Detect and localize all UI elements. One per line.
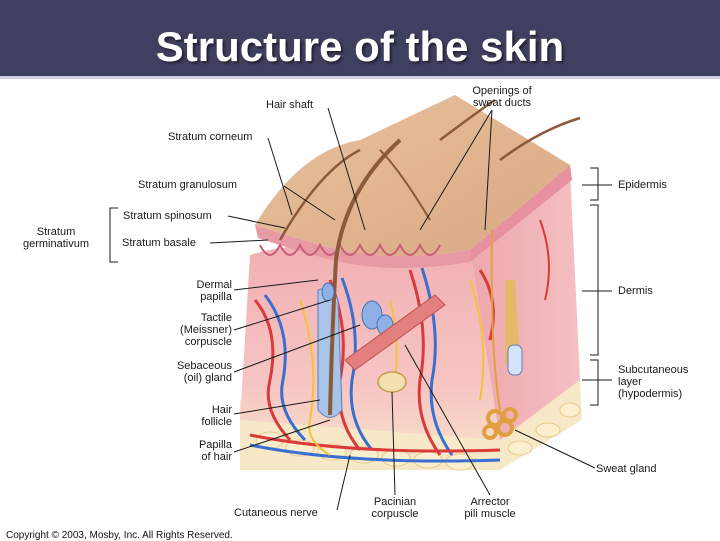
leader-lines [209,107,612,511]
hair-strand-3 [439,98,496,142]
title-bar: Structure of the skin [0,0,720,76]
label-stratum-germinativum: Stratum germinativum [22,226,90,250]
label-stratum-granulosum: Stratum granulosum [138,179,238,191]
epidermis-top [255,95,570,256]
label-arrector-pili: Arrector pili muscle [464,496,516,520]
title-divider [0,76,720,79]
hair-strand-5 [379,149,431,221]
label-cutaneous-nerve: Cutaneous nerve [234,507,318,519]
copyright-notice: Copyright © 2003, Mosby, Inc. All Rights… [6,530,233,541]
label-sweat-gland: Sweat gland [596,463,657,475]
hair-shaft [328,138,402,416]
label-pacinian-corpuscle: Pacinian corpuscle [371,496,419,520]
label-stratum-corneum: Stratum corneum [168,131,253,143]
label-stratum-spinosum: Stratum spinosum [123,210,212,222]
sweat-gland-coils [482,407,518,440]
label-dermis: Dermis [618,285,653,297]
pacinian-corpuscle [377,371,407,393]
label-hair-follicle: Hair follicle [201,404,232,428]
label-epidermis: Epidermis [618,179,667,191]
label-sebaceous-gland: Sebaceous (oil) gland [176,360,232,384]
label-stratum-basale: Stratum basale [122,237,196,249]
hair-strand-4 [499,116,581,162]
label-subcutaneous: Subcutaneous layer (hypodermis) [618,364,689,400]
hair-strand-2 [278,148,361,241]
label-hair-shaft: Hair shaft [266,99,314,111]
arrector-pili [344,294,446,371]
label-sweat-openings: Openings of sweat ducts [472,85,532,109]
sweat-duct [490,229,501,411]
label-tactile-corpuscle: Tactile (Meissner) corpuscle [180,312,232,348]
dermal-papillae-edge [259,242,441,256]
side-hair-follicle [505,280,520,365]
skin-diagram [109,95,612,511]
label-dermal-papilla: Dermal papilla [196,279,232,303]
germinativum-bracket [109,207,118,263]
epidermis-front-band [255,225,470,268]
label-papilla-of-hair: Papilla of hair [198,439,232,463]
slide-title: Structure of the skin [155,23,565,70]
layer-brackets [590,167,599,406]
side-follicle-bulb [507,344,523,376]
epidermis-side-band [470,165,572,262]
